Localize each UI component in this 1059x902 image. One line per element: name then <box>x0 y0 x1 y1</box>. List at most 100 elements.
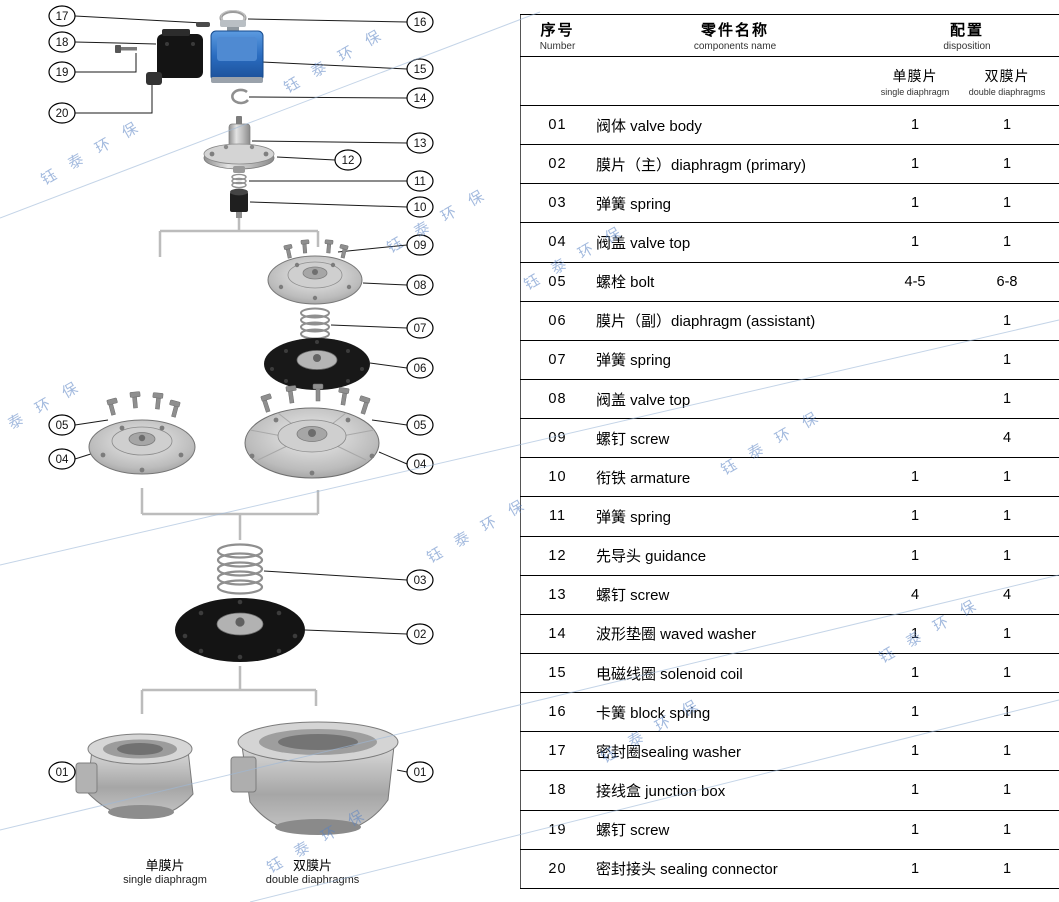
svg-text:04: 04 <box>414 459 427 471</box>
callout-07: 07 <box>406 317 434 339</box>
table-row: 13 螺钉 screw 4 4 <box>520 576 1059 615</box>
row-number: 11 <box>548 508 567 525</box>
svg-text:18: 18 <box>56 37 69 49</box>
row-number: 04 <box>548 234 567 251</box>
svg-text:11: 11 <box>414 176 426 188</box>
row-part-name: 螺钉 screw <box>596 587 670 605</box>
double-valve-body-part <box>230 721 399 835</box>
row-part-name: 膜片（主）diaphragm (primary) <box>596 156 807 174</box>
row-double-qty: 1 <box>1002 743 1012 760</box>
pilot-head-part <box>203 116 275 173</box>
subheader-double: 双膜片 double diaphragms <box>968 67 1046 97</box>
row-number: 02 <box>548 156 567 173</box>
row-single-qty: 1 <box>910 234 920 251</box>
row-double-qty: 1 <box>1002 195 1012 212</box>
assistant-spring-part <box>300 307 330 340</box>
svg-text:20: 20 <box>56 108 69 120</box>
row-number: 12 <box>548 547 567 564</box>
row-part-name: 接线盒 junction box <box>596 782 726 800</box>
row-single-qty: 1 <box>910 156 920 173</box>
row-number: 09 <box>548 430 567 447</box>
pilot-spring-part <box>231 173 247 189</box>
callout-03: 03 <box>406 569 434 591</box>
table-row: 03 弹簧 spring 1 1 <box>520 184 1059 224</box>
primary-diaphragm-part <box>175 598 305 662</box>
svg-text:05: 05 <box>56 420 69 432</box>
table-row: 18 接线盒 junction box 1 1 <box>520 771 1059 811</box>
table-row: 19 螺钉 screw 1 1 <box>520 811 1059 850</box>
single-diaphragm-label-zh: 单膜片 <box>145 858 185 873</box>
row-part-name: 波形垫圈 waved washer <box>596 626 757 644</box>
row-double-qty: 1 <box>1002 665 1012 682</box>
callout-13: 13 <box>406 132 434 154</box>
double-diaphragm-label-zh: 双膜片 <box>292 858 332 873</box>
row-single-qty: 1 <box>910 743 920 760</box>
table-row: 20 密封接头 sealing connector 1 1 <box>520 850 1059 889</box>
table-row: 12 先导头 guidance 1 1 <box>520 537 1059 576</box>
table-row: 04 阀盖 valve top 1 1 <box>520 223 1059 263</box>
solenoid-coil-part <box>210 20 264 83</box>
row-number: 18 <box>548 782 567 799</box>
row-single-qty: 1 <box>910 860 920 877</box>
row-part-name: 衔铁 armature <box>596 469 691 487</box>
row-part-name: 弹簧 spring <box>596 352 672 370</box>
callout-04-right: 04 <box>406 453 434 475</box>
table-row: 01 阀体 valve body 1 1 <box>520 106 1059 146</box>
table-row: 15 电磁线圈 solenoid coil 1 1 <box>520 654 1059 694</box>
svg-text:19: 19 <box>56 67 69 79</box>
assistant-diaphragm-part <box>264 338 370 390</box>
row-double-qty: 1 <box>1002 508 1012 525</box>
callout-14: 14 <box>406 87 434 109</box>
double-valve-top-part <box>244 383 380 479</box>
callout-12: 12 <box>334 149 362 171</box>
row-part-name: 密封圈sealing washer <box>596 743 742 761</box>
parts-table: 序号 Number 零件名称 components name 配置 dispos… <box>520 14 1059 889</box>
svg-text:09: 09 <box>414 240 427 252</box>
row-double-qty: 4 <box>1002 586 1012 603</box>
table-row: 05 螺栓 bolt 4-5 6-8 <box>520 263 1059 302</box>
header-number: 序号 Number <box>539 22 576 52</box>
svg-text:01: 01 <box>56 767 69 779</box>
header-name: 零件名称 components name <box>693 22 777 52</box>
svg-text:17: 17 <box>56 11 69 23</box>
row-number: 13 <box>548 586 567 603</box>
row-double-qty: 1 <box>1002 312 1012 329</box>
svg-text:05: 05 <box>414 420 427 432</box>
row-part-name: 先导头 guidance <box>596 548 707 566</box>
armature-part <box>230 188 248 218</box>
row-single-qty: 4-5 <box>904 273 926 290</box>
callout-09: 09 <box>406 234 434 256</box>
table-row: 09 螺钉 screw 4 <box>520 419 1059 459</box>
row-number: 19 <box>548 821 567 838</box>
table-row: 08 阀盖 valve top 1 <box>520 380 1059 420</box>
row-number: 01 <box>548 117 567 134</box>
row-double-qty: 1 <box>1002 821 1012 838</box>
svg-text:16: 16 <box>414 17 427 29</box>
row-part-name: 螺钉 screw <box>596 430 670 448</box>
row-part-name: 阀盖 valve top <box>596 391 691 409</box>
table-rows: 01 阀体 valve body 1 1 02 膜片（主）diaphragm (… <box>520 106 1059 889</box>
svg-text:15: 15 <box>414 64 427 76</box>
row-part-name: 卡簧 block spring <box>596 704 711 722</box>
row-double-qty: 1 <box>1002 704 1012 721</box>
table-header: 序号 Number 零件名称 components name 配置 dispos… <box>520 15 1059 57</box>
row-part-name: 密封接头 sealing connector <box>596 861 778 879</box>
row-double-qty: 1 <box>1002 547 1012 564</box>
svg-text:02: 02 <box>414 629 427 641</box>
callout-17: 17 <box>48 5 76 27</box>
callout-19: 19 <box>48 61 76 83</box>
row-single-qty: 1 <box>910 782 920 799</box>
svg-text:07: 07 <box>414 323 427 335</box>
upper-valve-top-part <box>267 239 363 305</box>
svg-text:12: 12 <box>342 155 355 167</box>
callout-08: 08 <box>406 274 434 296</box>
row-double-qty: 6-8 <box>996 273 1018 290</box>
callout-02: 02 <box>406 623 434 645</box>
row-part-name: 电磁线圈 solenoid coil <box>596 665 743 683</box>
table-subheader: 单膜片 single diaphragm 双膜片 double diaphrag… <box>520 57 1059 106</box>
row-number: 17 <box>548 743 567 760</box>
table-row: 06 膜片（副）diaphragm (assistant) 1 <box>520 302 1059 341</box>
callout-10: 10 <box>406 196 434 218</box>
callout-05-left: 05 <box>48 414 76 436</box>
exploded-view-svg: 17 18 19 20 16 15 14 13 12 11 10 09 08 0… <box>48 5 434 835</box>
